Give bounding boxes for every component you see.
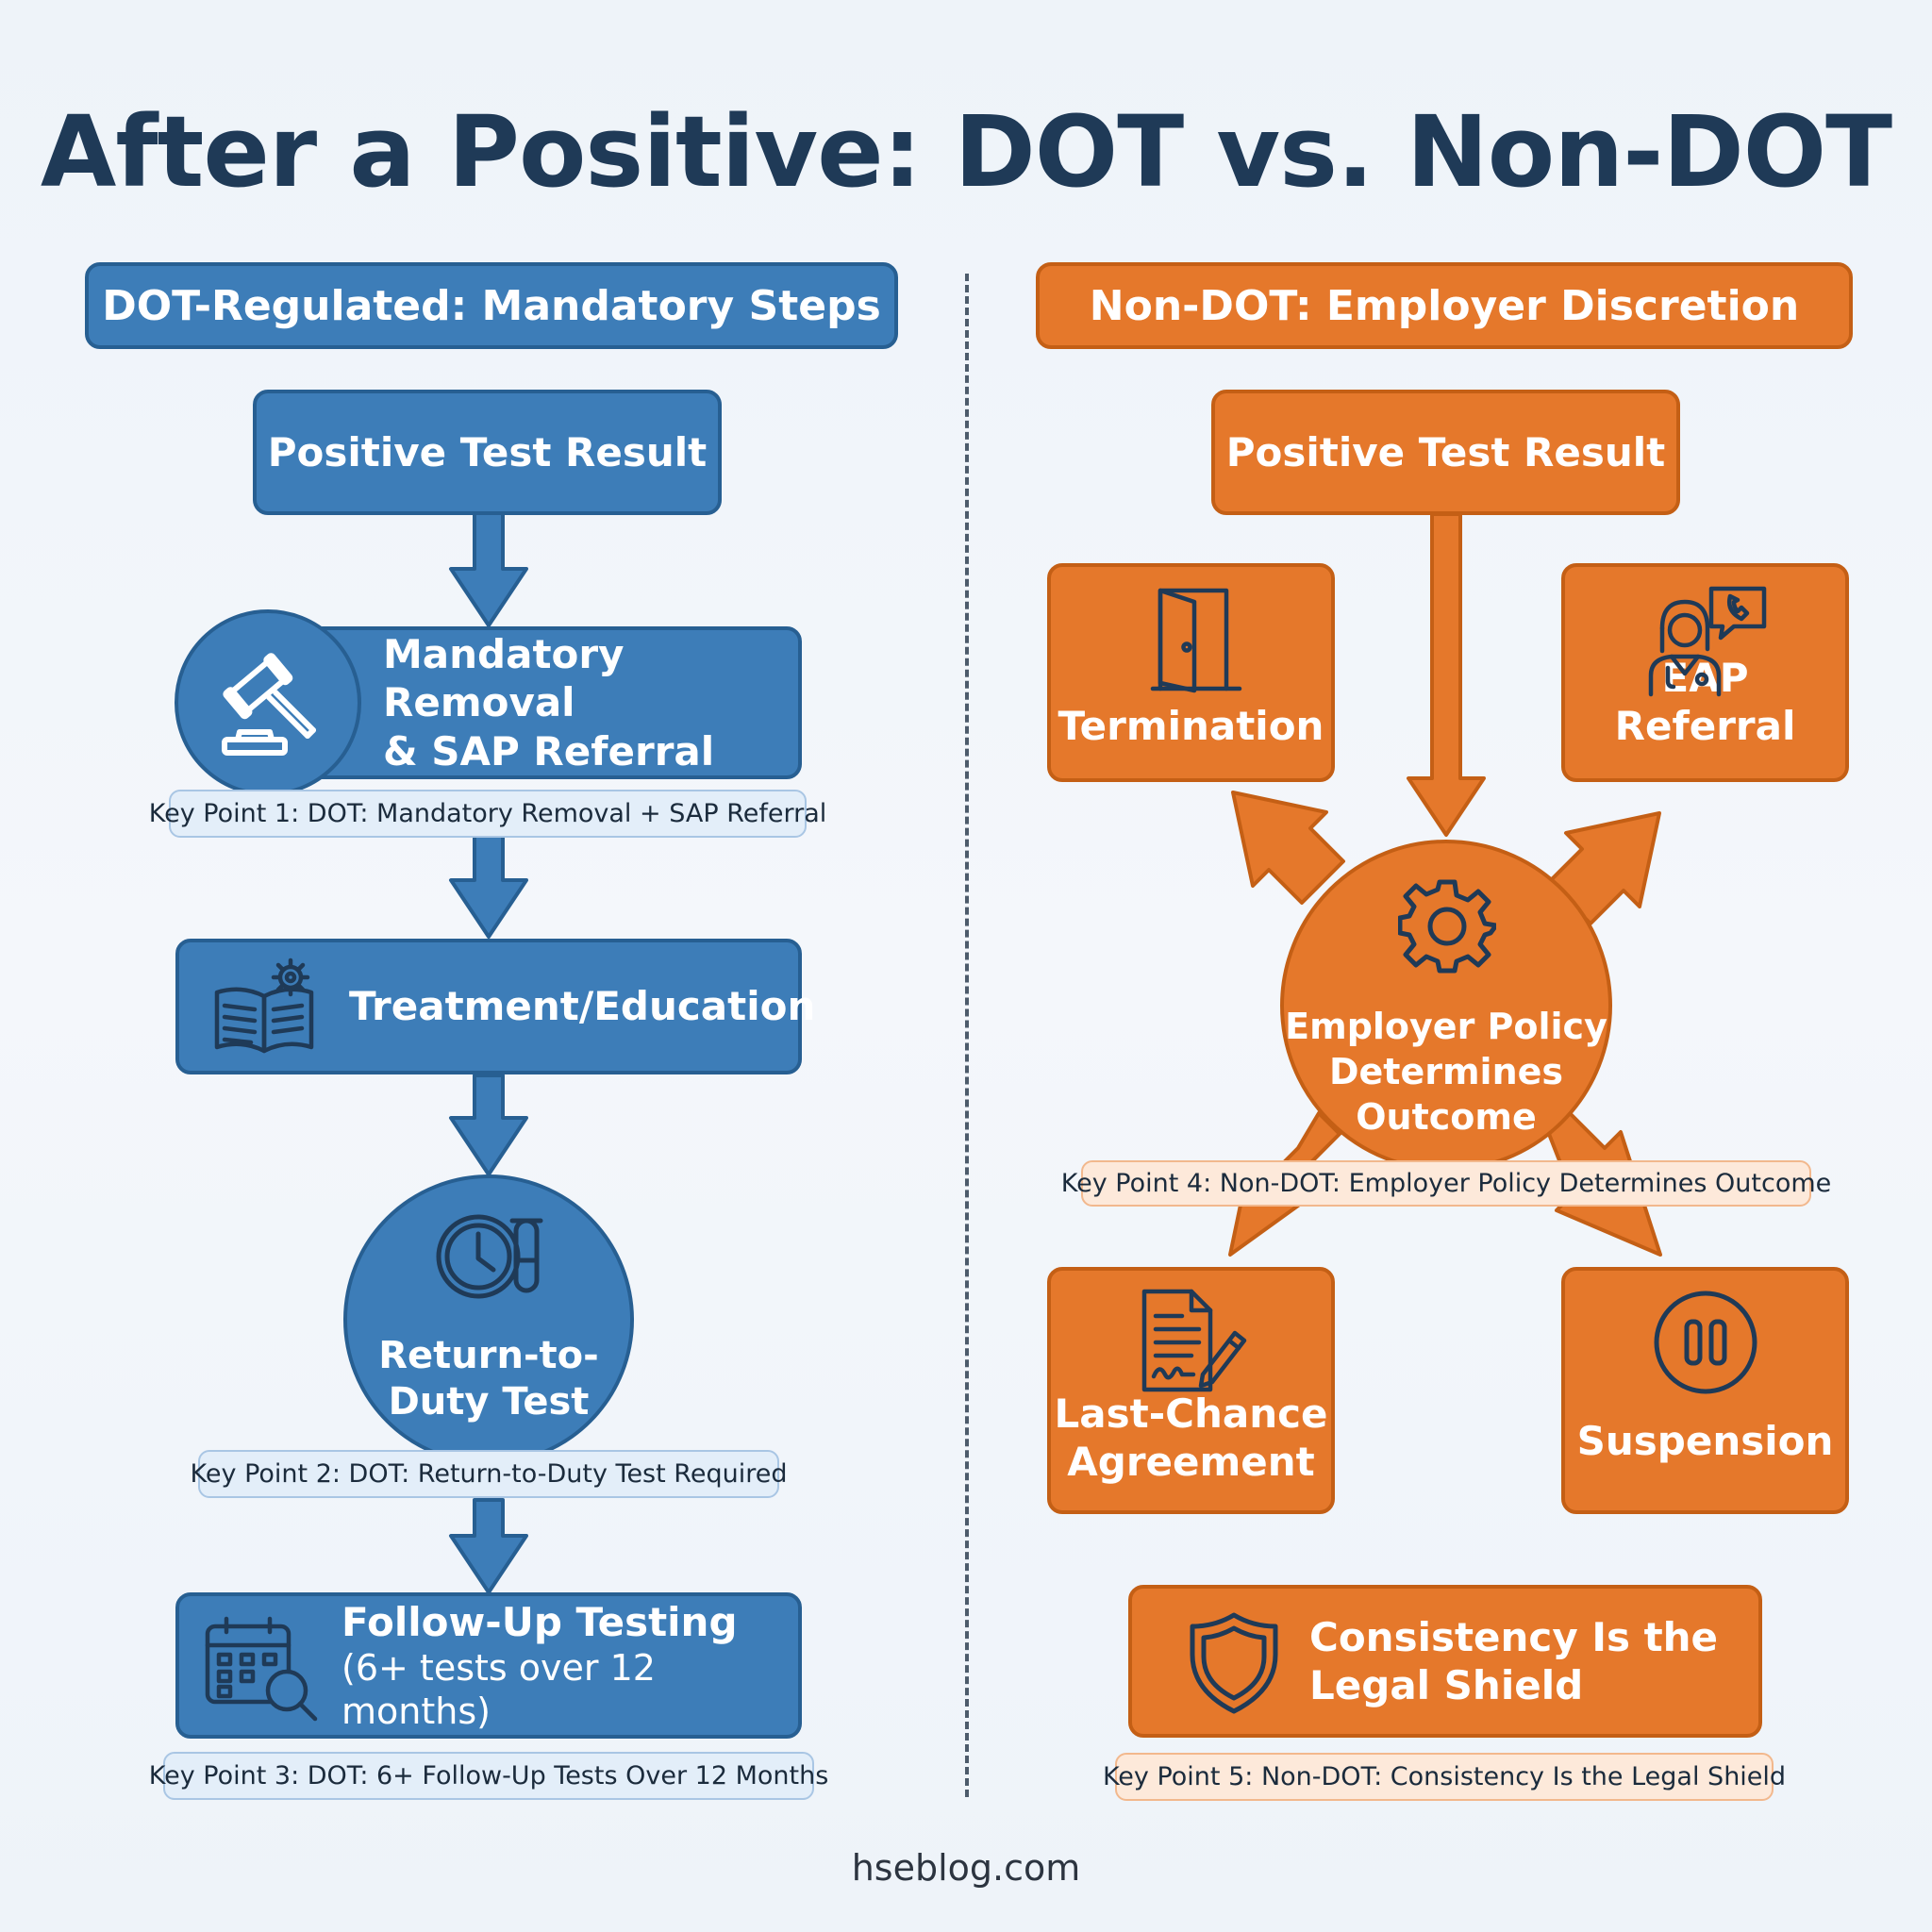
followup-title: Follow-Up Testing xyxy=(341,1598,738,1645)
gavel-badge xyxy=(175,609,361,796)
suspension-label: Suspension xyxy=(1576,1417,1834,1464)
key-point-5-text: Key Point 5: Non-DOT: Consistency Is the… xyxy=(1102,1762,1787,1791)
document-pen-icon xyxy=(1141,1289,1247,1392)
non-dot-header: Non-DOT: Employer Discretion xyxy=(1036,262,1853,349)
clock-test-tube-icon xyxy=(436,1214,543,1299)
doctor-chat-icon xyxy=(1648,586,1767,697)
arrow-down-policy xyxy=(1407,512,1486,837)
book-gear-icon xyxy=(214,958,314,1054)
arrow-down-2 xyxy=(449,833,528,939)
door-icon xyxy=(1150,588,1242,693)
rtd-line2: Duty Test xyxy=(388,1380,590,1424)
removal-line2: & SAP Referral xyxy=(383,727,715,774)
arrow-down-4 xyxy=(449,1498,528,1594)
center-divider xyxy=(965,274,969,1797)
key-point-1-text: Key Point 1: DOT: Mandatory Removal + SA… xyxy=(148,799,827,828)
policy-line2: Determines xyxy=(1328,1050,1564,1092)
removal-line1: Mandatory Removal xyxy=(383,631,625,726)
dot-header-label: DOT-Regulated: Mandatory Steps xyxy=(102,281,881,330)
dot-positive-label: Positive Test Result xyxy=(267,428,708,475)
page-title: After a Positive: DOT vs. Non-DOT xyxy=(40,94,1892,209)
policy-line1: Employer Policy xyxy=(1285,1005,1607,1047)
calendar-search-icon xyxy=(205,1616,318,1722)
key-point-4-text: Key Point 4: Non-DOT: Employer Policy De… xyxy=(1060,1169,1832,1198)
followup-sub: (6+ tests over 12 months) xyxy=(341,1646,656,1733)
non-dot-header-label: Non-DOT: Employer Discretion xyxy=(1089,281,1800,330)
policy-line3: Outcome xyxy=(1356,1096,1537,1139)
key-point-2-text: Key Point 2: DOT: Return-to-Duty Test Re… xyxy=(190,1459,788,1489)
dot-header: DOT-Regulated: Mandatory Steps xyxy=(85,262,898,349)
gavel-icon xyxy=(222,653,316,756)
lastchance-line2: Agreement xyxy=(1067,1438,1315,1485)
termination-label: Termination xyxy=(1058,702,1324,749)
removal-box: Mandatory Removal & SAP Referral xyxy=(283,626,802,779)
arrow-to-termination xyxy=(1231,791,1345,905)
key-point-1: Key Point 1: DOT: Mandatory Removal + SA… xyxy=(149,790,826,838)
non-dot-positive-label: Positive Test Result xyxy=(1225,428,1666,475)
gear-icon xyxy=(1398,879,1496,974)
suspension-box: Suspension xyxy=(1561,1267,1849,1514)
shield-icon xyxy=(1190,1612,1278,1714)
eap-label: EAP Referral xyxy=(1614,654,1796,749)
eap-box: EAP Referral xyxy=(1561,563,1849,782)
dot-positive-box: Positive Test Result xyxy=(253,390,722,515)
shield-line2: Legal Shield xyxy=(1309,1662,1584,1708)
arrow-down-1 xyxy=(449,510,528,627)
shield-line1: Consistency Is the xyxy=(1309,1613,1719,1660)
key-point-2: Key Point 2: DOT: Return-to-Duty Test Re… xyxy=(191,1450,787,1498)
key-point-3: Key Point 3: DOT: 6+ Follow-Up Tests Ove… xyxy=(149,1752,828,1800)
pause-icon xyxy=(1654,1291,1757,1394)
arrow-down-3 xyxy=(449,1074,528,1176)
followup-box: Follow-Up Testing (6+ tests over 12 mont… xyxy=(175,1592,802,1739)
key-point-5: Key Point 5: Non-DOT: Consistency Is the… xyxy=(1103,1753,1786,1801)
key-point-3-text: Key Point 3: DOT: 6+ Follow-Up Tests Ove… xyxy=(148,1761,829,1790)
policy-circle: Employer Policy Determines Outcome xyxy=(1280,840,1612,1172)
rtd-circle: Return-to- Duty Test xyxy=(343,1174,634,1465)
treatment-label: Treatment/Education xyxy=(349,983,816,1030)
non-dot-positive-box: Positive Test Result xyxy=(1211,390,1680,515)
rtd-line1: Return-to- xyxy=(378,1334,599,1378)
lastchance-line1: Last-Chance xyxy=(1054,1390,1328,1437)
shield-box: Consistency Is the Legal Shield xyxy=(1128,1585,1762,1738)
arrow-to-eap xyxy=(1547,811,1661,925)
key-point-4: Key Point 4: Non-DOT: Employer Policy De… xyxy=(1061,1160,1831,1207)
termination-box: Termination xyxy=(1047,563,1335,782)
footer-source: hseblog.com xyxy=(851,1847,1081,1889)
